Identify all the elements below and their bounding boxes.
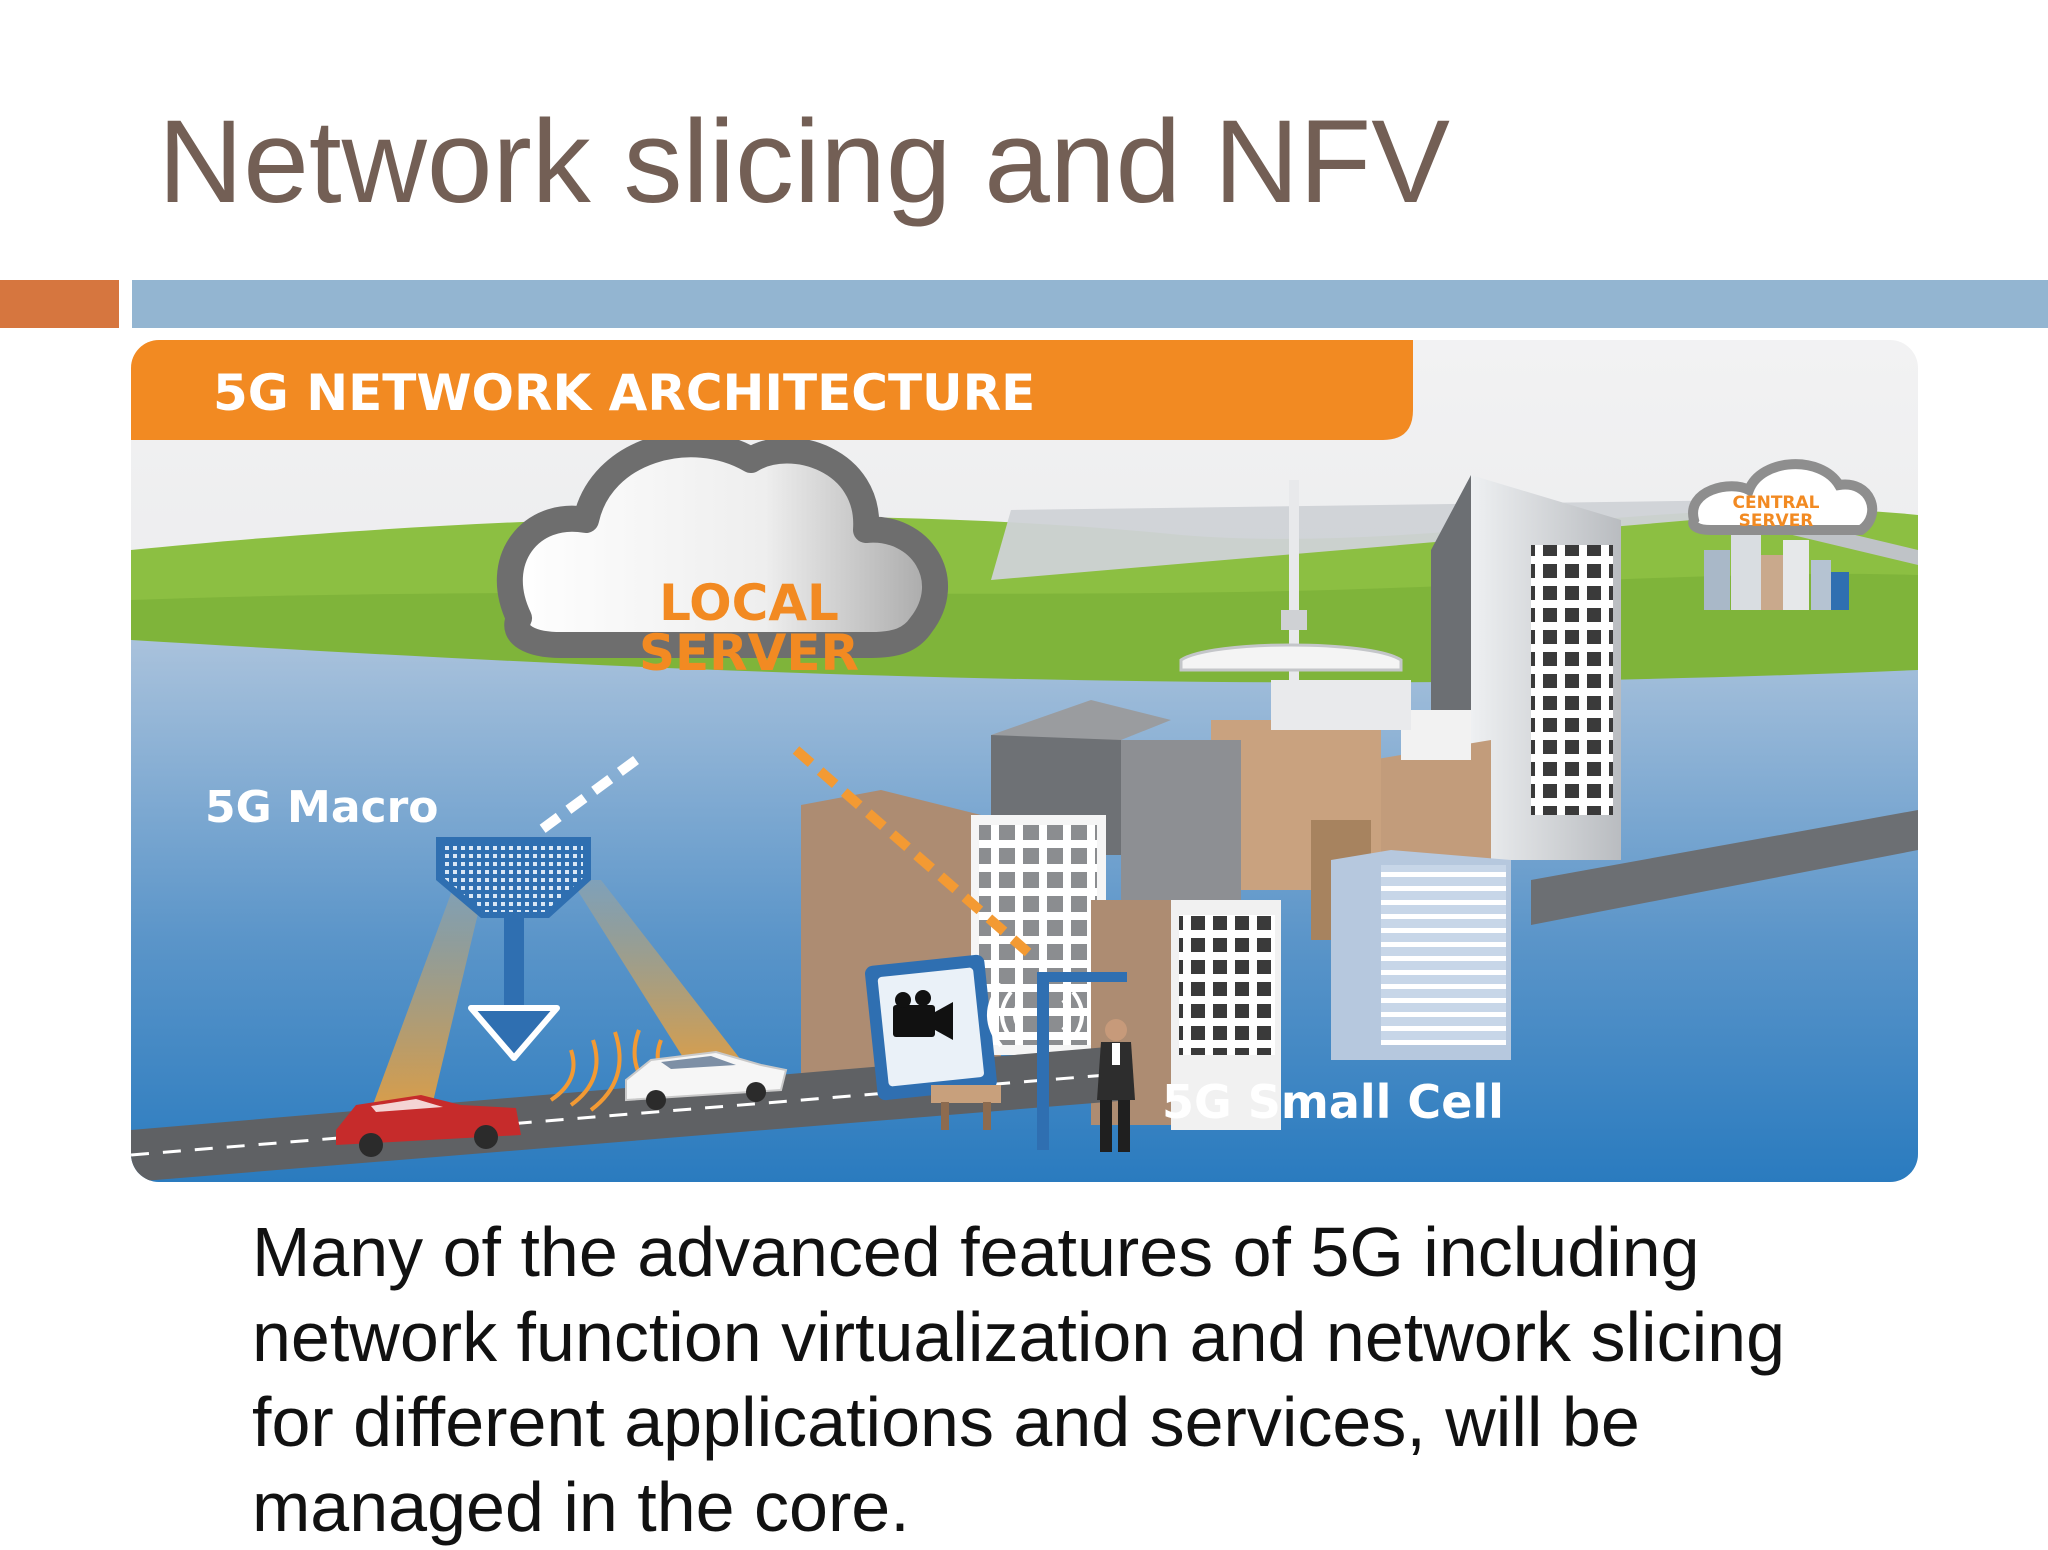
local-server-label-line2: SERVER (639, 624, 859, 682)
small-cell-pole (987, 972, 1127, 1150)
tv-tower (1179, 480, 1403, 810)
video-camera-icon (893, 990, 953, 1040)
macro-beam-right (571, 880, 741, 1070)
macro-antenna (436, 837, 591, 1061)
small-cell-label: 5G Small Cell (1162, 1075, 1504, 1129)
small-cell-signal-icon (987, 982, 1084, 1048)
local-server-label-line1: LOCAL (659, 574, 839, 632)
car-red (336, 1095, 521, 1157)
slide-title: Network slicing and NFV (158, 96, 1450, 228)
person-figure (1097, 1019, 1135, 1152)
skyscraper-right (1371, 475, 1621, 900)
macro-label: 5G Macro (205, 782, 439, 833)
local-server-link (792, 746, 1035, 959)
accent-bar-blue (132, 280, 2048, 328)
city-buildings (801, 680, 1511, 1130)
accent-bar-orange (0, 280, 119, 328)
central-server-cluster: CENTRAL SERVER (1688, 459, 1877, 610)
central-server-cloud (1688, 459, 1877, 535)
car-white (625, 1050, 788, 1110)
central-server-label-line1: CENTRAL (1733, 493, 1820, 513)
architecture-banner: 5G NETWORK ARCHITECTURE (131, 340, 1413, 440)
macro-beam-left (371, 880, 486, 1110)
tablet-device (865, 954, 997, 1101)
slide-body-text: Many of the advanced features of 5G incl… (252, 1213, 1785, 1546)
local-server-cloud: LOCAL SERVER (496, 431, 948, 682)
central-server-label-line2: SERVER (1739, 511, 1814, 531)
architecture-illustration: CENTRAL SERVER (131, 340, 1918, 1182)
architecture-banner-text: 5G NETWORK ARCHITECTURE (213, 364, 1035, 422)
